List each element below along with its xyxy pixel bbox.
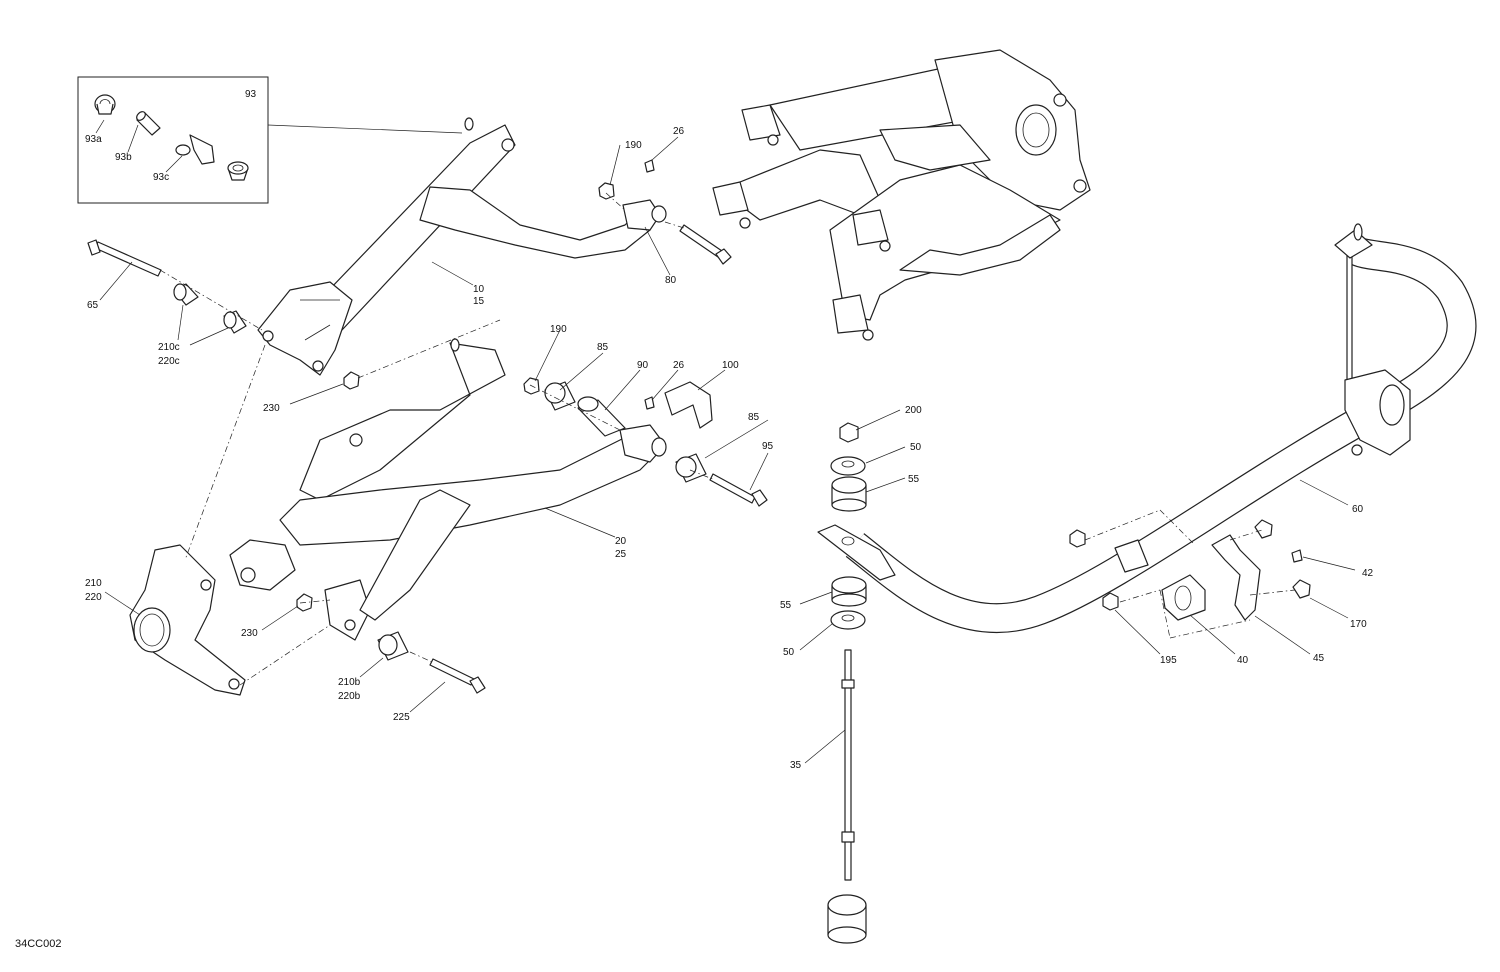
bushing-210b[interactable] [377, 631, 409, 661]
label-93b: 93b [115, 152, 132, 163]
bolt-65[interactable] [87, 239, 162, 277]
bushing-55-upper[interactable] [831, 476, 867, 512]
label-50: 50 [910, 442, 922, 453]
label-225: 225 [393, 712, 410, 723]
bolt-95[interactable] [709, 473, 768, 507]
sway-bar-60[interactable] [817, 236, 1477, 634]
label-170: 170 [1350, 619, 1367, 630]
label-85: 85 [597, 342, 609, 353]
bolt-225[interactable] [429, 658, 486, 694]
bushing-cap-93[interactable] [227, 161, 249, 181]
upper-a-arm[interactable] [257, 117, 667, 376]
nut-190-upper[interactable] [598, 182, 615, 200]
sleeve-93b[interactable] [135, 110, 161, 136]
label-210: 210 [85, 578, 102, 589]
label-20: 20 [615, 536, 627, 547]
label-190: 190 [625, 140, 642, 151]
label-25: 25 [615, 549, 627, 560]
bushing-210c[interactable] [173, 283, 247, 334]
grease-fitting-26-upper[interactable] [644, 159, 655, 173]
assembly-lines-right [1084, 509, 1296, 639]
rod-35[interactable] [841, 649, 855, 881]
label-90: 90 [637, 360, 649, 371]
label-190-lower: 190 [550, 324, 567, 335]
bushing-40[interactable] [1161, 574, 1206, 621]
label-15: 15 [473, 296, 485, 307]
washer-50-upper[interactable] [830, 456, 866, 476]
label-80: 80 [665, 275, 677, 286]
bar-clamp-right[interactable] [1344, 369, 1411, 456]
label-195: 195 [1160, 655, 1177, 666]
label-95: 95 [762, 441, 774, 452]
label-220c: 220c [158, 356, 180, 367]
bolt-170-a[interactable] [1254, 519, 1273, 539]
bolt-170-b[interactable] [1292, 579, 1311, 599]
bolt-80[interactable] [679, 224, 732, 265]
assembly-lines-left [159, 192, 716, 686]
label-55-lower: 55 [780, 600, 792, 611]
grease-fitting-26-lower[interactable] [644, 396, 655, 410]
label-40: 40 [1237, 655, 1249, 666]
washer-50-lower[interactable] [830, 610, 866, 630]
knuckle-210-220[interactable] [129, 544, 246, 696]
bottom-bushing[interactable] [827, 894, 867, 944]
bushing-cap-93a[interactable] [94, 94, 116, 115]
label-60: 60 [1352, 504, 1364, 515]
nut-200[interactable] [839, 422, 859, 443]
label-230-lower: 230 [241, 628, 258, 639]
label-26: 26 [673, 126, 685, 137]
label-10: 10 [473, 284, 485, 295]
label-45: 45 [1313, 653, 1325, 664]
label-220: 220 [85, 592, 102, 603]
bushing-55-lower[interactable] [831, 576, 867, 607]
nut-230-upper[interactable] [343, 371, 360, 390]
label-210b: 210b [338, 677, 361, 688]
clamp-45[interactable] [1211, 534, 1261, 621]
label-50-lower: 50 [783, 647, 795, 658]
label-26-lower: 26 [673, 360, 685, 371]
label-35: 35 [790, 760, 802, 771]
label-100: 100 [722, 360, 739, 371]
nut-195-b[interactable] [1102, 592, 1119, 611]
label-230: 230 [263, 403, 280, 414]
grease-fitting-42[interactable] [1291, 549, 1303, 563]
link-rod[interactable] [1334, 223, 1373, 391]
bushing-85-lower[interactable] [675, 453, 707, 483]
bracket-93c[interactable] [175, 134, 215, 165]
label-55: 55 [908, 474, 920, 485]
inset-box-93 [77, 76, 463, 204]
lower-a-arm[interactable] [229, 338, 667, 641]
bar-sleeve[interactable] [1114, 539, 1149, 573]
bushing-85-upper[interactable] [544, 381, 576, 411]
leader-lines [99, 136, 1356, 764]
label-42: 42 [1362, 568, 1374, 579]
sleeve-90[interactable] [577, 396, 626, 437]
nut-195-a[interactable] [1069, 529, 1086, 548]
label-220b: 220b [338, 691, 361, 702]
bracket-100[interactable] [664, 381, 713, 429]
label-65: 65 [87, 300, 99, 311]
label-93c: 93c [153, 172, 169, 183]
label-85-lower: 85 [748, 412, 760, 423]
label-93: 93 [245, 89, 257, 100]
label-93a: 93a [85, 134, 102, 145]
callout-labels: 93 93a 93b 93c 190 26 10 15 80 65 210c 2… [15, 89, 1374, 950]
rear-frame[interactable] [712, 49, 1091, 341]
drawing-id: 34CC002 [15, 938, 61, 950]
label-210c: 210c [158, 342, 180, 353]
label-200: 200 [905, 405, 922, 416]
